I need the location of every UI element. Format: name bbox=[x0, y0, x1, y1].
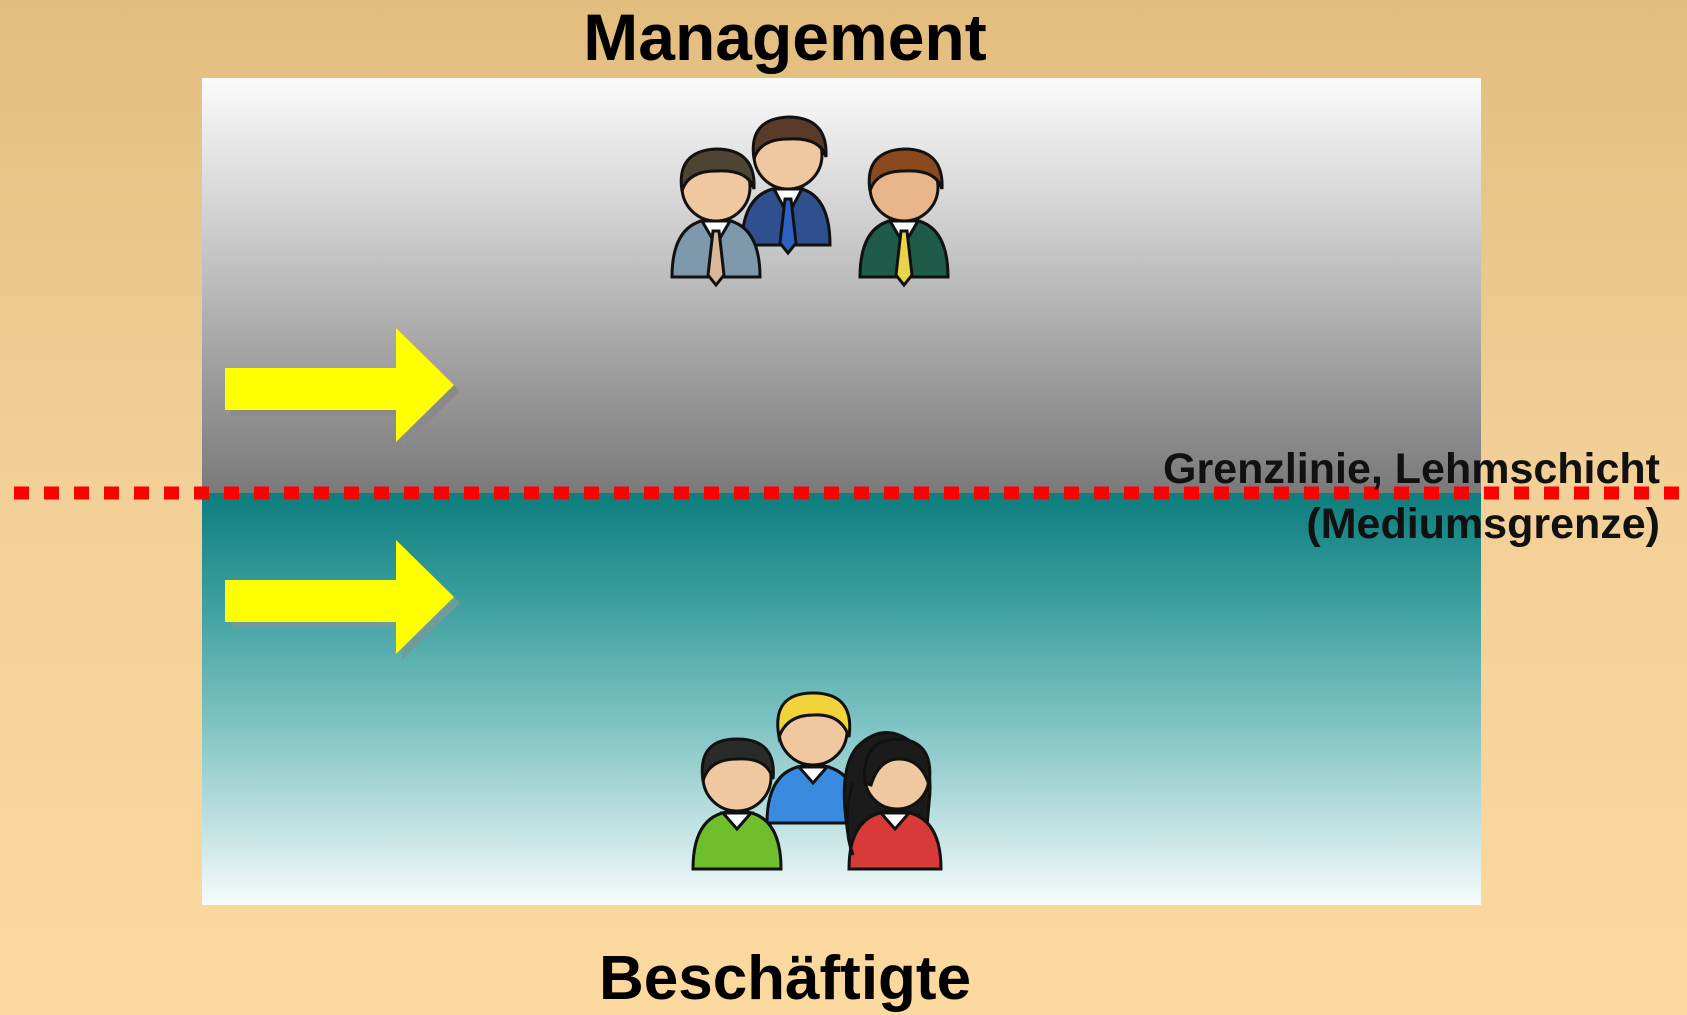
boundary-label-line2: (Mediumsgrenze) bbox=[1306, 500, 1660, 548]
boundary-label: Grenzlinie, Lehmschicht (Mediumsgrenze) bbox=[1163, 442, 1660, 552]
arrow-right-lower-icon bbox=[225, 540, 460, 660]
employee-group-icon bbox=[691, 691, 943, 871]
title-employees: Beschäftigte bbox=[598, 944, 972, 1013]
title-management: Management bbox=[583, 0, 987, 74]
manager-group-icon bbox=[670, 115, 950, 288]
arrow-right-upper-icon bbox=[225, 328, 460, 448]
boundary-label-line1: Grenzlinie, Lehmschicht bbox=[1163, 445, 1660, 493]
